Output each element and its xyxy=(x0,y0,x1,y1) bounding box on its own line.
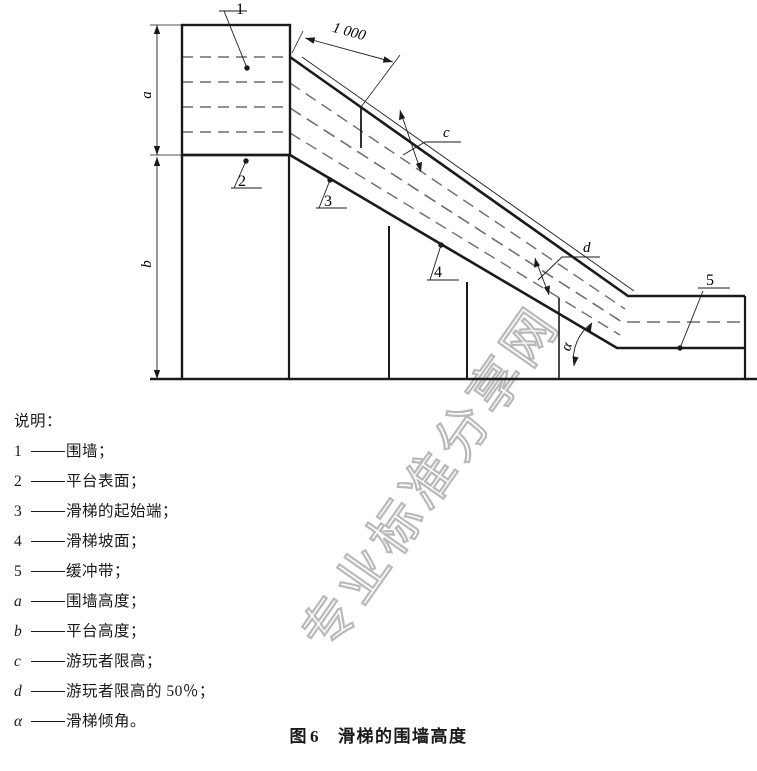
legend-dash-icon xyxy=(31,661,65,662)
dimension-label-1000: 1 000 xyxy=(331,20,368,44)
callout-2: 2 xyxy=(231,158,262,190)
slide-chute xyxy=(289,55,745,350)
legend-key: d xyxy=(14,682,22,700)
platform-structure xyxy=(150,153,757,381)
dimension-b: b xyxy=(139,157,161,379)
callout-5: 5 xyxy=(677,272,730,351)
callout-label-4: 4 xyxy=(434,264,442,281)
dimension-label-a: a xyxy=(139,91,155,99)
dimension-a: a xyxy=(139,25,161,155)
chute-upper-dashed xyxy=(289,82,626,310)
chute-bottom-rail xyxy=(289,153,745,350)
legend-text: 滑梯的起始端； xyxy=(66,502,179,520)
chute-guide-line xyxy=(301,56,635,292)
legend-key: c xyxy=(14,652,21,670)
chute-lower-dashed xyxy=(289,132,621,336)
callout-label-3: 3 xyxy=(324,193,332,210)
legend-dash-icon xyxy=(31,481,65,482)
legend-text: 平台高度； xyxy=(66,622,147,640)
legend-title: 说明： xyxy=(14,413,63,430)
legend-item-a: a 围墙高度； xyxy=(14,589,434,619)
callout-label-2: 2 xyxy=(238,173,246,190)
legend: 说明： 1 围墙； 2 平台表面； 3 滑梯的起始端； 4 滑梯坡面； 5 缓冲… xyxy=(14,414,434,739)
legend-text: 围墙高度； xyxy=(66,592,147,610)
dimension-label-d: d xyxy=(583,240,591,256)
legend-dash-icon xyxy=(31,601,65,602)
legend-item-3: 3 滑梯的起始端； xyxy=(14,499,434,529)
legend-key: α xyxy=(14,712,23,730)
legend-text: 滑梯倾角。 xyxy=(66,712,147,730)
legend-key: a xyxy=(14,592,22,610)
chute-top-rail xyxy=(289,55,745,298)
diagram-figure: a b xyxy=(139,1,757,381)
callout-label-1: 1 xyxy=(236,1,244,18)
legend-item-c: c 游玩者限高； xyxy=(14,649,434,679)
legend-item-d: d 游玩者限高的 50％； xyxy=(14,679,434,709)
legend-item-alpha: α 滑梯倾角。 xyxy=(14,709,434,739)
legend-dash-icon xyxy=(31,541,65,542)
legend-key: 2 xyxy=(14,472,22,490)
legend-text: 缓冲带； xyxy=(66,562,131,580)
legend-key: 3 xyxy=(14,502,22,520)
dimension-alpha: α xyxy=(558,322,593,367)
chute-center-dashed xyxy=(289,107,745,323)
legend-text: 平台表面； xyxy=(66,472,147,490)
legend-key: 4 xyxy=(14,532,22,550)
legend-dash-icon xyxy=(31,691,65,692)
caption-number: 6 xyxy=(310,727,320,746)
dimension-1000: 1 000 xyxy=(291,20,401,148)
enclosure-wall xyxy=(180,23,292,157)
wall-courses-dashed xyxy=(182,56,289,133)
legend-item-5: 5 缓冲带； xyxy=(14,559,434,589)
legend-item-b: b 平台高度； xyxy=(14,619,434,649)
callout-3: 3 xyxy=(316,177,347,210)
legend-dash-icon xyxy=(31,451,65,452)
callout-1: 1 xyxy=(219,1,250,71)
legend-text: 游玩者限高； xyxy=(66,652,163,670)
legend-key: b xyxy=(14,622,22,640)
dimension-c: c xyxy=(399,109,461,173)
dimension-label-alpha: α xyxy=(558,339,576,353)
legend-key: 5 xyxy=(14,562,22,580)
legend-item-1: 1 围墙； xyxy=(14,439,434,469)
legend-item-4: 4 滑梯坡面； xyxy=(14,529,434,559)
callout-4: 4 xyxy=(427,242,459,281)
dimension-d: d xyxy=(534,240,600,296)
legend-text: 围墙； xyxy=(66,442,115,460)
legend-text: 滑梯坡面； xyxy=(66,532,147,550)
legend-text: 游玩者限高的 50％； xyxy=(66,682,215,700)
dimension-label-c: c xyxy=(443,125,450,141)
callout-label-5: 5 xyxy=(706,272,714,289)
slide-wall-height-drawing: a b xyxy=(139,1,757,381)
legend-dash-icon xyxy=(31,511,65,512)
legend-dash-icon xyxy=(31,571,65,572)
legend-key: 1 xyxy=(14,442,22,460)
caption-title: 滑梯的围墙高度 xyxy=(338,727,468,746)
extension-lines xyxy=(150,24,290,380)
dimension-label-b: b xyxy=(139,260,155,268)
legend-item-2: 2 平台表面； xyxy=(14,469,434,499)
legend-dash-icon xyxy=(31,631,65,632)
caption-label: 图 xyxy=(289,727,308,746)
